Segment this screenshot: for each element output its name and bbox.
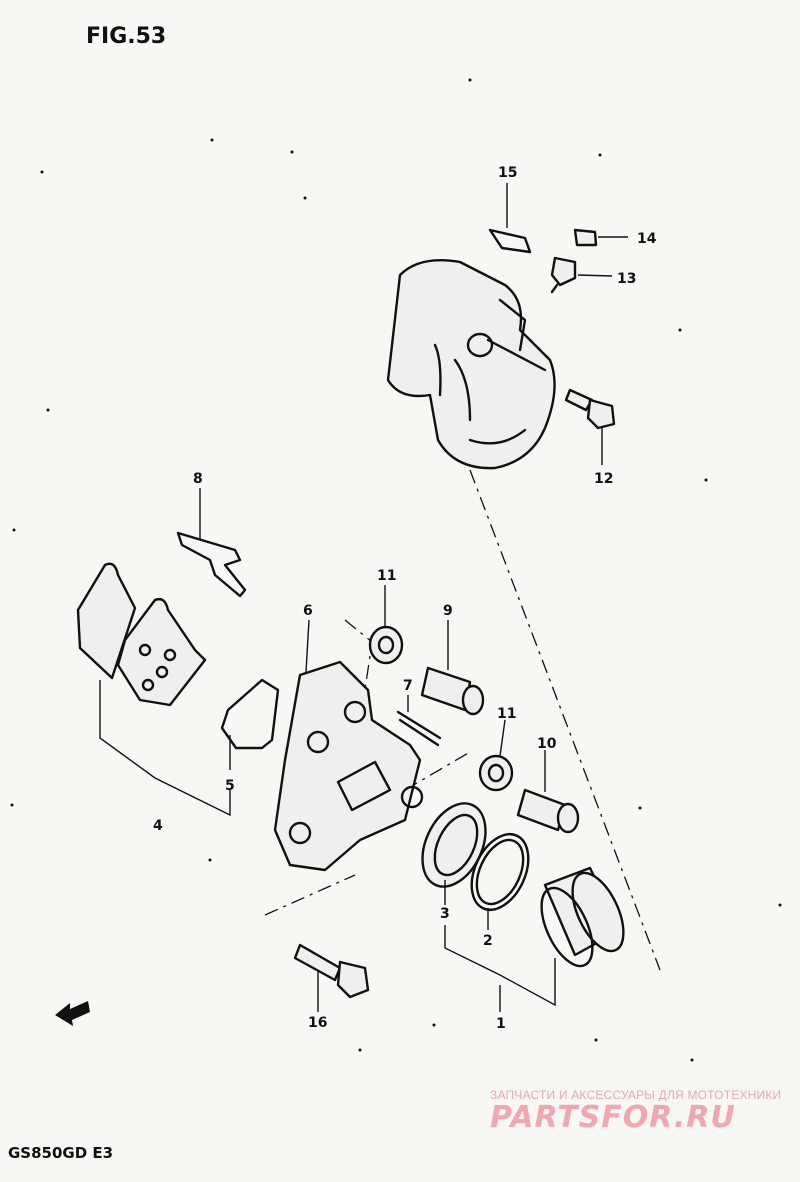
callout-14: 14 [637, 231, 657, 247]
part-16-bolt [293, 943, 370, 999]
callout-9: 9 [443, 603, 453, 619]
assembly-line-slide [404, 751, 471, 791]
part-10-slide-pin [516, 788, 580, 834]
callout-3: 3 [440, 906, 450, 922]
model-code: GS850GD E3 [8, 1144, 114, 1162]
assembly-line-caliper [469, 469, 661, 971]
callout-labels: 15 14 13 12 8 11 9 6 7 11 10 5 4 3 2 1 1… [153, 165, 657, 1032]
watermark-subtitle: ЗАПЧАСТИ И АКСЕССУАРЫ ДЛЯ МОТОТЕХНИКИ [490, 1088, 782, 1102]
part-14-bleeder-cap [573, 228, 598, 247]
part-4-brake-pads [76, 562, 207, 707]
scan-speckles [10, 78, 782, 1062]
caliper-assembly [386, 259, 556, 470]
callout-5: 5 [225, 778, 235, 794]
leader-lines [99, 183, 628, 1012]
part-6-caliper-bracket [273, 660, 424, 872]
part-12-bolt [564, 388, 616, 430]
part-11-boot-upper [368, 625, 404, 665]
part-9-slide-pin [420, 666, 485, 716]
watermark-logo: PARTSFOR.RU [490, 1100, 736, 1135]
callout-2: 2 [483, 933, 493, 949]
callout-1: 1 [496, 1016, 506, 1032]
piston [540, 866, 625, 968]
part-13-bleeder-valve [550, 256, 577, 294]
callout-7: 7 [403, 678, 413, 694]
callout-11-upper: 11 [377, 568, 396, 584]
callout-16: 16 [308, 1015, 327, 1031]
callout-10: 10 [537, 736, 557, 752]
part-8-pad-spring [176, 531, 247, 598]
assembly-line-bracket [264, 874, 356, 916]
part-2-piston-seal [470, 833, 530, 911]
callout-11-lower: 11 [497, 706, 516, 722]
callout-13: 13 [617, 271, 636, 287]
part-7-pin [396, 710, 442, 747]
callout-12: 12 [594, 471, 613, 487]
callout-15: 15 [498, 165, 517, 181]
front-arrow-icon [55, 1001, 90, 1026]
figure-title: FIG.53 [86, 24, 167, 49]
callout-6: 6 [303, 603, 313, 619]
callout-8: 8 [193, 471, 203, 487]
part-3-dust-seal [421, 802, 487, 888]
part-5-shim [220, 678, 280, 750]
part-11-boot-lower [478, 754, 514, 792]
part-15-spring-clip [488, 228, 532, 254]
callout-4: 4 [153, 818, 163, 834]
